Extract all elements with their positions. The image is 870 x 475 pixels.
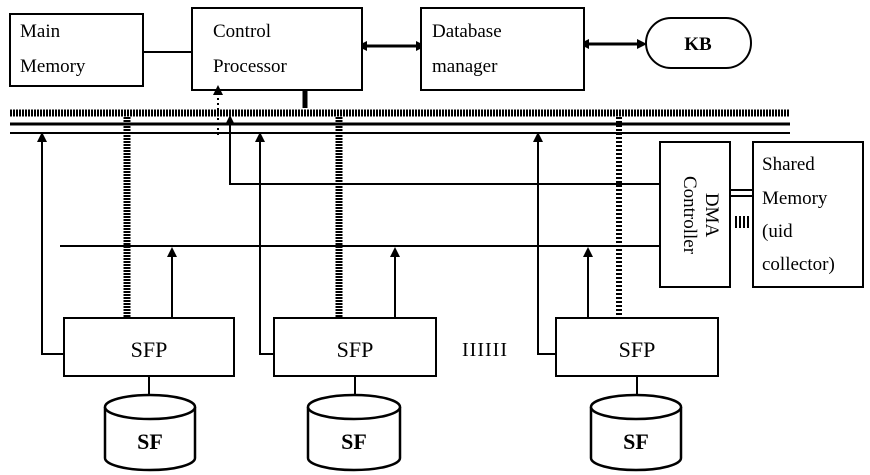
database-manager-label-1: Database [432, 21, 502, 42]
database-manager-box: Database manager [420, 7, 585, 91]
shared-memory-label-2: Memory [762, 188, 828, 209]
sfp-label-2: SFP [337, 337, 374, 362]
sfp-label-1: SFP [131, 337, 168, 362]
shared-memory-label-4: collector) [762, 254, 835, 275]
controller-label: Controller [679, 176, 700, 255]
shared-memory-box: Shared Memory (uid collector) [752, 141, 864, 288]
sfp-label-3: SFP [619, 337, 656, 362]
sf-disk-3: SF [589, 393, 683, 472]
dma-controller-box: DMA Controller [659, 141, 731, 288]
sf-disk-2: SF [306, 393, 402, 472]
sfp-box-3: SFP [555, 317, 719, 377]
sfp-box-1: SFP [63, 317, 235, 377]
sf-label-2: SF [341, 429, 367, 454]
control-processor-label-1: Control [213, 21, 271, 42]
control-processor-box: Control Processor [191, 7, 363, 91]
database-manager-label-2: manager [432, 56, 498, 77]
sf-label-1: SF [137, 429, 163, 454]
sfp-1-control-arrow [37, 132, 64, 355]
more-processors-ellipsis: IIIIII [462, 339, 508, 361]
main-memory-box: Main Memory [9, 13, 144, 87]
kb-box: KB [645, 17, 752, 69]
sfp-3-control-arrow [533, 132, 556, 355]
sf-disk-1: SF [103, 393, 197, 472]
shared-memory-label-3: (uid [762, 221, 793, 242]
sf-label-3: SF [623, 429, 649, 454]
dma-label: DMA [701, 193, 722, 238]
shared-memory-label-1: Shared [762, 154, 815, 175]
sfp-box-2: SFP [273, 317, 437, 377]
main-memory-label-1: Main [20, 21, 61, 42]
kb-label: KB [684, 34, 712, 55]
main-memory-label-2: Memory [20, 56, 86, 77]
sfp-2-control-arrow [255, 132, 274, 355]
control-processor-label-2: Processor [213, 56, 288, 77]
dma-feedback-line [225, 115, 660, 185]
